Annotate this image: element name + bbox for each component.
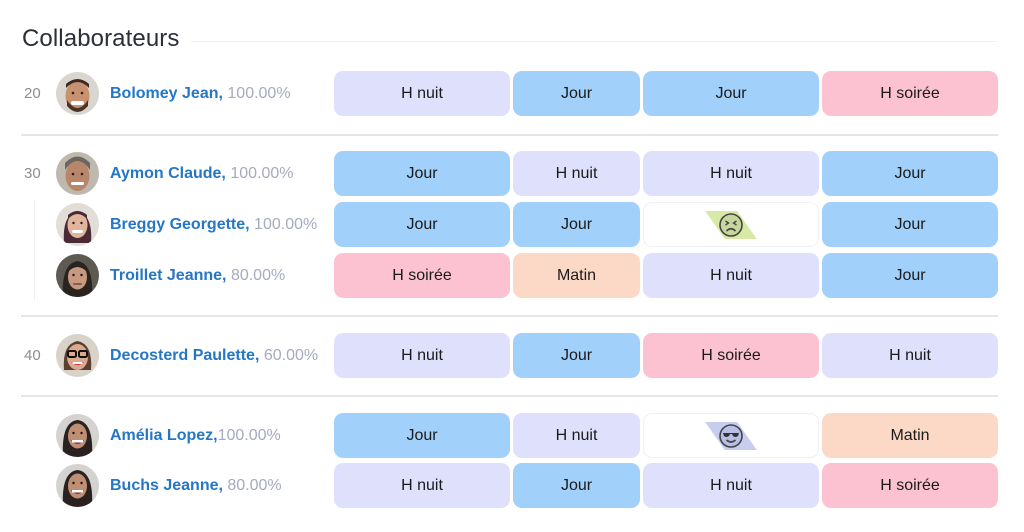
avatar-woman-glasses-icon (56, 334, 99, 377)
avatar-woman-smile-icon (56, 203, 99, 246)
shift-cell[interactable]: Jour (513, 333, 640, 378)
avatar[interactable] (56, 334, 99, 377)
group-number: 40 (24, 347, 41, 364)
shift-cell[interactable]: Jour (822, 202, 998, 247)
group-number: 20 (24, 85, 41, 102)
status-cell[interactable] (643, 413, 819, 458)
employee-row: 30 Aymon Claude, 100.00% Jour H nuit H n… (0, 151, 1024, 196)
sunglasses-face-icon (705, 421, 757, 451)
shift-cell[interactable]: Jour (822, 253, 998, 298)
shift-cell[interactable]: Jour (513, 71, 640, 116)
shift-cell[interactable]: H nuit (643, 253, 819, 298)
avatar-woman-laugh-icon (56, 414, 99, 457)
shift-cell[interactable]: Jour (334, 413, 510, 458)
employee-row: Buchs Jeanne, 80.00% H nuit Jour H nuit … (0, 463, 1024, 508)
shift-cell[interactable]: H nuit (334, 463, 510, 508)
avatar-man-gray-icon (56, 152, 99, 195)
employee-row: Breggy Georgette, 100.00% Jour Jour Jour (0, 202, 1024, 247)
employee-label[interactable]: Troillet Jeanne, 80.00% (110, 267, 286, 284)
employee-label[interactable]: Breggy Georgette, 100.00% (110, 216, 318, 233)
angry-face-icon (705, 210, 757, 240)
shift-cell[interactable]: H nuit (643, 463, 819, 508)
avatar[interactable] (56, 254, 99, 297)
employee-label[interactable]: Amélia Lopez,100.00% (110, 427, 281, 444)
employee-row: Troillet Jeanne, 80.00% H soirée Matin H… (0, 253, 1024, 298)
header-divider (191, 40, 997, 42)
shift-cell[interactable]: Jour (822, 151, 998, 196)
group-divider (21, 315, 998, 317)
employee-row: 20 Bolomey Jean, 100.00% H nuit Jour Jou… (0, 71, 1024, 116)
shift-cell[interactable]: H soirée (334, 253, 510, 298)
shift-cell[interactable]: H nuit (513, 413, 640, 458)
employee-row: 40 Decosterd Paulette, 60.00% H nuit Jou… (0, 333, 1024, 378)
group-divider (21, 395, 998, 397)
shift-cell[interactable]: Jour (643, 71, 819, 116)
shift-cell[interactable]: H soirée (643, 333, 819, 378)
page-title: Collaborateurs (22, 25, 180, 52)
avatar-woman-laugh-icon (56, 464, 99, 507)
status-cell[interactable] (643, 202, 819, 247)
shift-cell[interactable]: H nuit (513, 151, 640, 196)
avatar[interactable] (56, 152, 99, 195)
shift-cell[interactable]: H nuit (334, 71, 510, 116)
employee-label[interactable]: Buchs Jeanne, 80.00% (110, 477, 282, 494)
shift-cell[interactable]: Jour (334, 202, 510, 247)
avatar-woman-dark-icon (56, 254, 99, 297)
avatar-man-beard-icon (56, 72, 99, 115)
shift-cell[interactable]: Matin (822, 413, 998, 458)
shift-cell[interactable]: Jour (513, 202, 640, 247)
group-divider (21, 134, 998, 136)
shift-cell[interactable]: Jour (334, 151, 510, 196)
shift-cell[interactable]: H nuit (822, 333, 998, 378)
shift-cell[interactable]: H nuit (334, 333, 510, 378)
shift-cell[interactable]: Matin (513, 253, 640, 298)
section-header: Collaborateurs (22, 24, 997, 54)
employee-row: Amélia Lopez,100.00% Jour H nuit Matin (0, 413, 1024, 458)
group-number: 30 (24, 165, 41, 182)
avatar[interactable] (56, 203, 99, 246)
avatar[interactable] (56, 72, 99, 115)
shift-cell[interactable]: Jour (513, 463, 640, 508)
avatar[interactable] (56, 464, 99, 507)
shift-cell[interactable]: H soirée (822, 71, 998, 116)
group-connector (34, 200, 35, 300)
employee-label[interactable]: Decosterd Paulette, 60.00% (110, 347, 319, 364)
shift-cell[interactable]: H soirée (822, 463, 998, 508)
employee-label[interactable]: Aymon Claude, 100.00% (110, 165, 294, 182)
shift-cell[interactable]: H nuit (643, 151, 819, 196)
employee-label[interactable]: Bolomey Jean, 100.00% (110, 85, 291, 102)
avatar[interactable] (56, 414, 99, 457)
